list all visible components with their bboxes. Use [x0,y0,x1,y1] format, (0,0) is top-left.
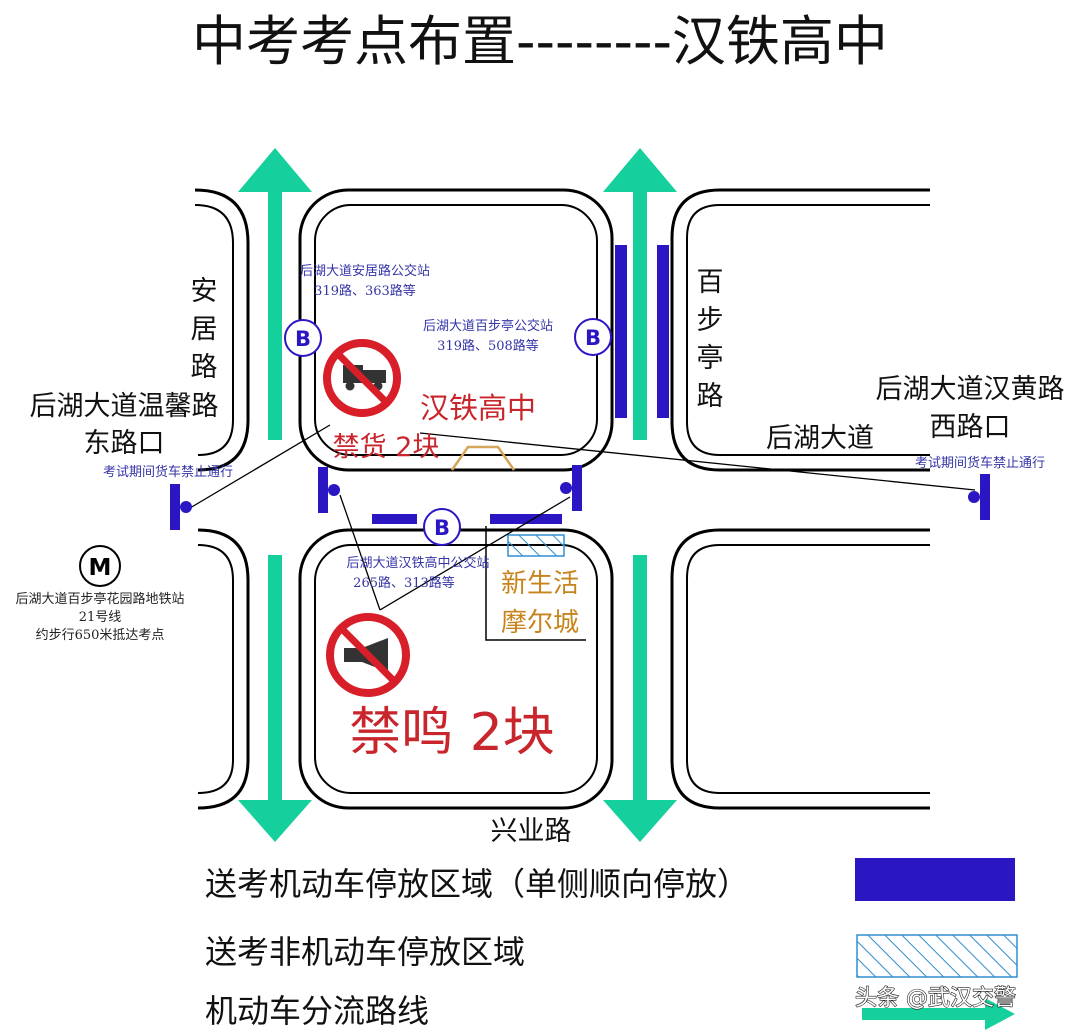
legend-motor-parking-swatch [855,858,1015,901]
parking-pins [170,465,990,530]
svg-text:路: 路 [697,381,724,412]
road-network [194,188,930,810]
parking-pin-icon [560,465,582,511]
legend: 送考机动车停放区域（单侧顺向停放） 送考非机动车停放区域 机动车分流路线 [205,858,1018,1030]
parking-pin-icon [170,484,192,530]
truck-ban-note-west: 考试期间货车禁止通行 [103,464,233,480]
metro-walk-note: 约步行650米抵达考点 [36,628,165,643]
svg-text:B: B [295,327,311,351]
svg-text:百: 百 [697,267,724,298]
svg-text:安: 安 [191,276,218,307]
intersection-east-line1: 后湖大道汉黄路 [876,374,1065,405]
diversion-arrow-baibuting-north [603,148,677,440]
intersection-east-line2: 西路口 [930,412,1011,443]
bus-stop-anju-name: 后湖大道安居路公交站 [300,263,430,279]
parking-pin-icon [968,474,990,520]
bus-stop-hantie-name: 后湖大道汉铁高中公交站 [346,555,489,571]
watermark: 头条 @武汉交警 [855,986,1016,1011]
intersection-west-line2: 东路口 [84,428,165,459]
legend-diversion-label: 机动车分流路线 [205,992,429,1030]
intersection-west-line1: 后湖大道温馨路 [30,391,219,422]
legend-nonmotor-parking-label: 送考非机动车停放区域 [205,933,525,971]
parking-zone-houhu-south-east [490,514,562,524]
diversion-arrows [238,148,677,842]
bus-stop-baibuting-name: 后湖大道百步亭公交站 [423,318,553,334]
metro-icon: M [79,545,121,587]
motor-parking-zones [372,245,669,524]
svg-text:路: 路 [191,352,218,383]
bus-stop-baibuting-routes: 319路、508路等 [437,338,539,354]
no-honking-icon [326,613,410,697]
no-trucks-icon [323,339,401,417]
parking-zone-baibuting-west [615,245,627,418]
legend-diversion-arrow [862,998,1015,1030]
leader-lines [189,424,976,611]
road-label-anju: 安 居 路 [191,276,218,383]
horn-ban-count: 禁鸣 2块 [349,703,555,763]
nonmotor-parking-zone [507,534,565,557]
svg-text:步: 步 [697,305,724,336]
road-label-xingye: 兴业路 [491,816,572,847]
gate-icon [450,445,516,471]
parking-pin-icon [318,467,340,513]
mall-label-line1: 新生活 [501,569,579,599]
road-label-houhu-dadao: 后湖大道 [766,423,874,454]
bus-stop-icon: B [284,319,322,357]
bus-stop-icon: B [423,508,461,546]
metro-line: 21号线 [79,610,122,625]
school-label: 汉铁高中 [420,391,536,425]
legend-motor-parking-label: 送考机动车停放区域（单侧顺向停放） [205,865,749,903]
svg-text:居: 居 [191,314,218,345]
mall-outline [485,526,586,641]
legend-nonmotor-parking-swatch [856,934,1018,978]
diversion-arrow-baibuting-south [603,555,677,842]
svg-text:B: B [585,326,601,350]
bus-stop-anju-routes: 319路、363路等 [314,283,416,299]
svg-text:B: B [434,516,450,540]
map-title: 中考考点布置--------汉铁高中 [192,10,888,73]
bus-stop-icon: B [574,318,612,356]
truck-ban-note-east: 考试期间货车禁止通行 [915,455,1045,471]
svg-text:M: M [89,555,112,581]
diversion-arrow-anju-north [238,148,312,440]
metro-station-name: 后湖大道百步亭花园路地铁站 [15,591,184,607]
mall-label-line2: 摩尔城 [501,608,579,638]
parking-zone-baibuting-east [657,245,669,418]
road-label-baibuting: 百 步 亭 路 [697,267,724,412]
truck-ban-count: 禁货 2块 [333,432,440,463]
parking-zone-houhu-south-west [372,514,417,524]
bus-stop-hantie-routes: 265路、313路等 [353,575,455,591]
diversion-arrow-anju-south [238,555,312,842]
svg-text:亭: 亭 [697,343,724,374]
